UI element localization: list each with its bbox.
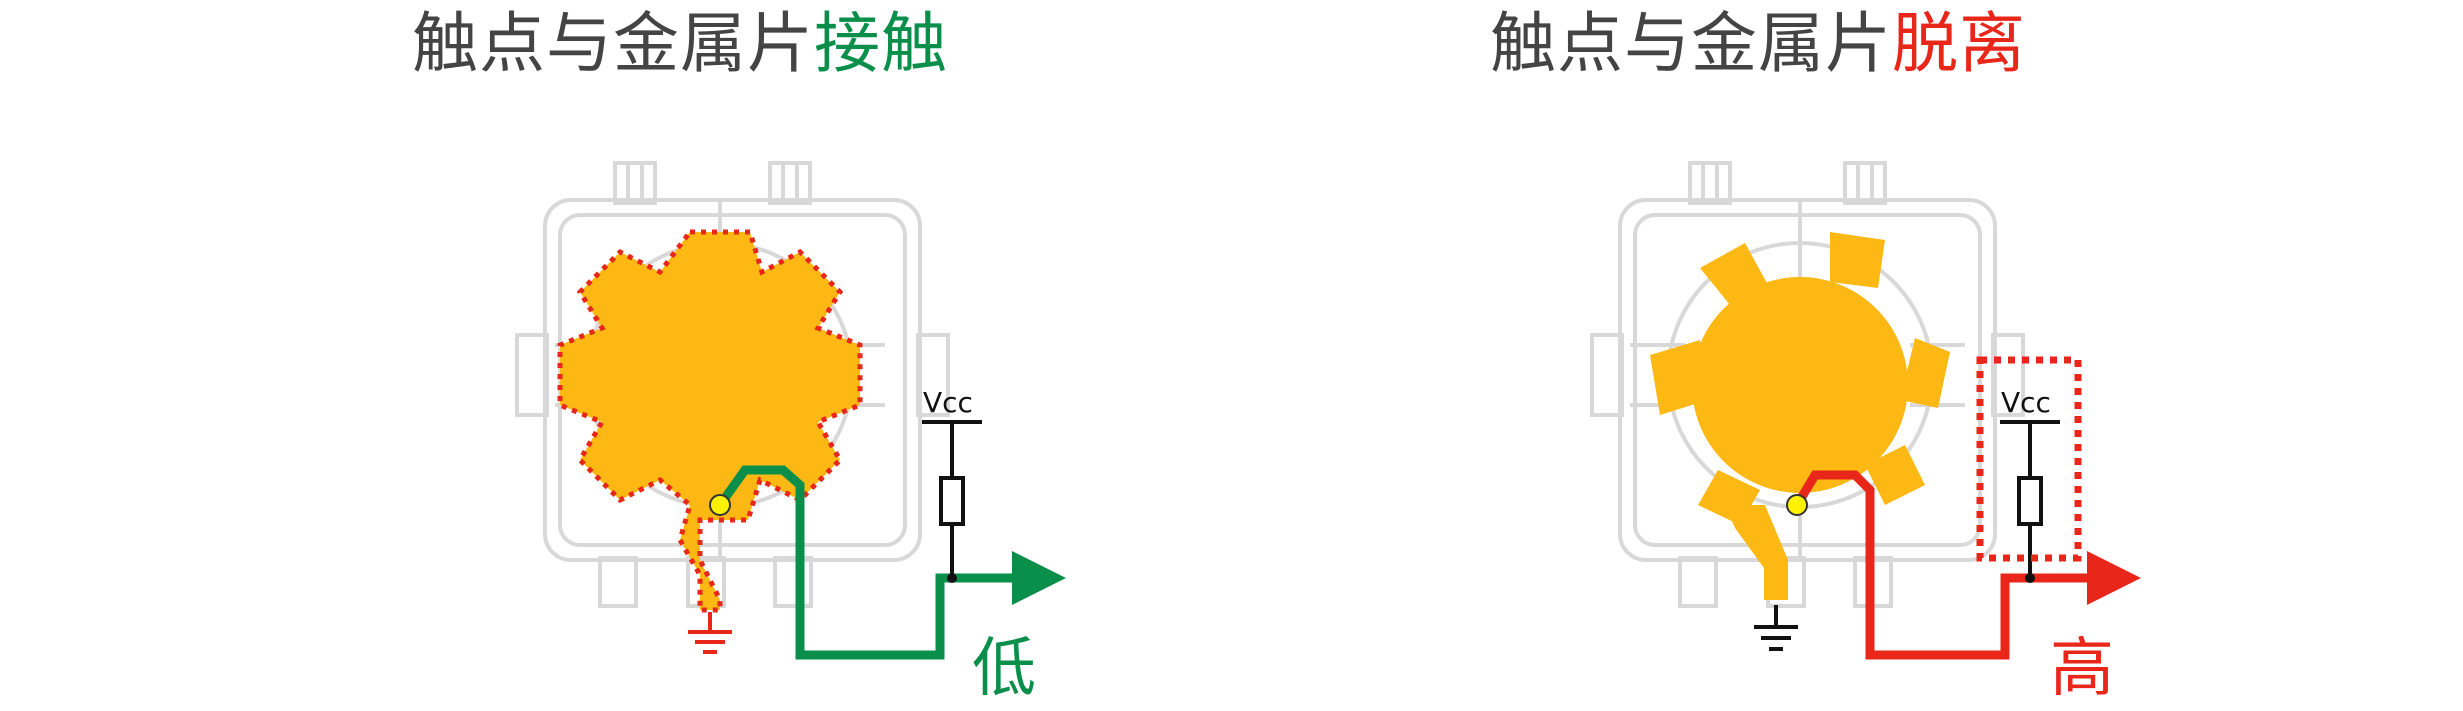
output-high-label: 高 [2050,632,2114,706]
metal-contact-plate [557,229,863,613]
encoder-separate-diagram: Vcc 高 [1590,161,2141,706]
encoder-housing-right [1590,161,2025,608]
encoder-contact-diagram: Vcc 低 [515,161,1066,706]
title-contact-prefix: 触点与金属片 [412,5,814,82]
pullup-circuit [922,420,982,578]
ground-symbol-right [1754,605,1798,651]
title-contact: 触点与金属片接触 [412,4,948,84]
junction-dot-right [2025,573,2035,583]
contact-point [709,494,731,516]
output-low-label: 低 [972,632,1036,706]
title-separate: 触点与金属片脱离 [1490,4,2026,84]
title-separate-state: 脱离 [1892,5,2026,82]
current-path-green [716,465,1066,660]
title-contact-state: 接触 [814,5,948,82]
contact-point-right [1786,494,1808,516]
vcc-label: Vcc [923,386,973,419]
ground-symbol [688,612,732,654]
junction-dot [947,573,957,583]
highlight-box [1976,356,2082,562]
metal-rotor-plate [1650,232,1950,600]
current-path-red [1793,470,2141,660]
title-separate-prefix: 触点与金属片 [1490,5,1892,82]
vcc-label-right: Vcc [2001,386,2051,419]
pullup-circuit-right [2000,420,2060,578]
